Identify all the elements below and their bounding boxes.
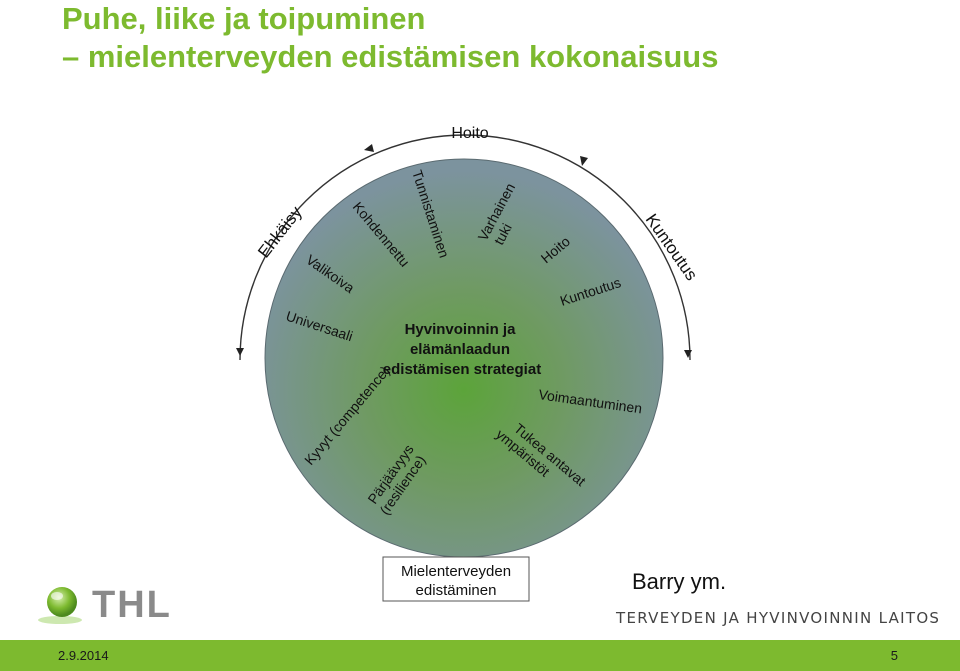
slide-title: Puhe, liike ja toipuminen – mielentervey…: [62, 0, 718, 76]
strategy-circle: [264, 158, 664, 558]
footer-bar: 2.9.2014 5: [0, 640, 960, 671]
center-text: Hyvinvoinnin ja elämänlaadun edistämisen…: [383, 321, 541, 378]
arrowhead-upper-left: [364, 144, 374, 152]
arrowhead-upper-right: [580, 156, 588, 166]
outer-arc: [239, 134, 691, 361]
outer-label-kuntoutus: Kuntoutus: [642, 210, 701, 284]
bottom-label-line2: edistäminen: [416, 582, 497, 599]
logo-orb-highlight: [51, 592, 63, 600]
footer-page-number: 5: [890, 648, 898, 663]
slide-title-line1: Puhe, liike ja toipuminen: [62, 1, 426, 36]
arrowhead-left: [236, 348, 244, 356]
slide-title-line2: – mielenterveyden edistämisen kokonaisuu…: [62, 39, 719, 74]
footer-date: 2.9.2014: [58, 648, 109, 663]
center-line3: edistämisen strategiat: [383, 361, 541, 378]
institute-name: TERVEYDEN JA HYVINVOINNIN LAITOS: [616, 609, 941, 627]
logo-orb-icon: [47, 587, 77, 617]
logo-shadow: [38, 616, 82, 624]
arc-arrowheads: [236, 144, 692, 358]
bottom-label: Mielenterveyden edistäminen: [401, 563, 511, 599]
author-credit: Barry ym.: [632, 569, 727, 594]
thl-logo-text: THL: [92, 584, 172, 626]
center-line1: Hyvinvoinnin ja: [405, 321, 517, 338]
thl-logo: [38, 587, 82, 624]
center-line2: elämänlaadun: [410, 341, 510, 358]
arrowhead-right: [684, 350, 692, 358]
outer-label-hoito: Hoito: [451, 125, 488, 142]
bottom-label-line1: Mielenterveyden: [401, 563, 511, 580]
bottom-label-box: [382, 556, 530, 602]
